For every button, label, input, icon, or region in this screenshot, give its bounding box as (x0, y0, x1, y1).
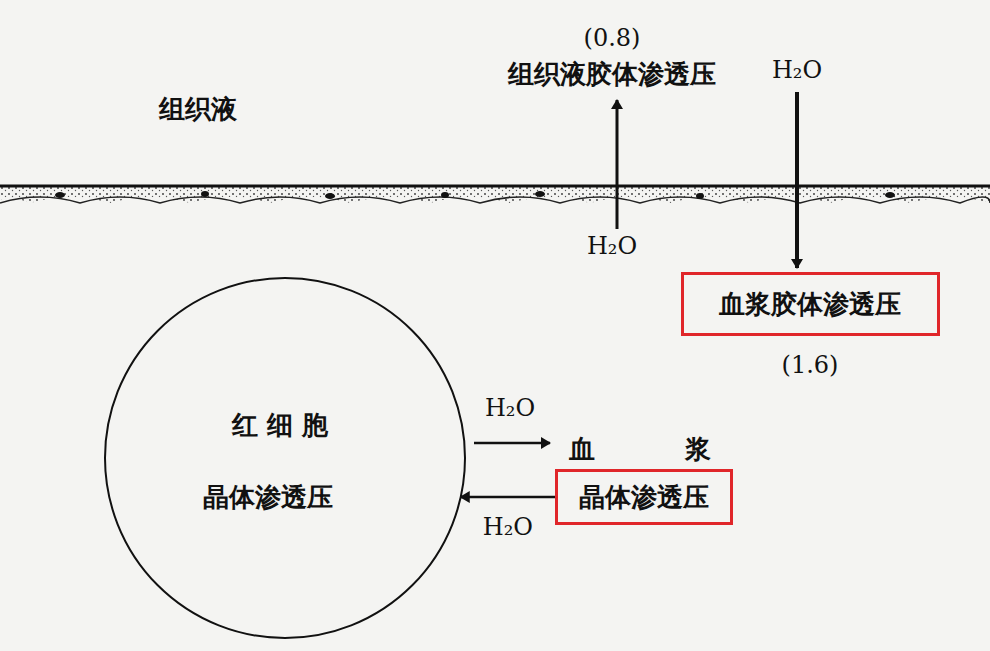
text-label: 组织液胶体渗透压 (508, 59, 716, 90)
capillary-wall (0, 186, 990, 203)
cell-circle: 红 细 胞晶体渗透压 (103, 276, 467, 640)
edge-label: H₂O (483, 513, 533, 542)
highlight-box: 晶体渗透压 (555, 469, 733, 525)
text-label: H₂O (772, 56, 822, 85)
water-arrow-down (795, 92, 799, 268)
water-line (474, 442, 550, 445)
text-label: H₂O (485, 394, 535, 423)
highlight-box: 血浆胶体渗透压 (681, 272, 940, 336)
node-text: 血浆胶体渗透压 (719, 287, 901, 322)
text-label: 组织液 (159, 94, 237, 125)
circle-outline (105, 278, 465, 638)
circle-outline (103, 276, 467, 640)
text-label: (1.6) (782, 351, 839, 380)
water-arrow-up (616, 100, 619, 229)
exchange-connector (461, 496, 555, 499)
node-text: 红 细 胞 (232, 408, 328, 443)
text-label: (0.8) (584, 24, 641, 53)
node-text: 晶体渗透压 (203, 480, 333, 515)
text-label: 血 浆 (569, 434, 710, 465)
node-text: 晶体渗透压 (579, 480, 709, 515)
text-label: H₂O (587, 232, 637, 261)
